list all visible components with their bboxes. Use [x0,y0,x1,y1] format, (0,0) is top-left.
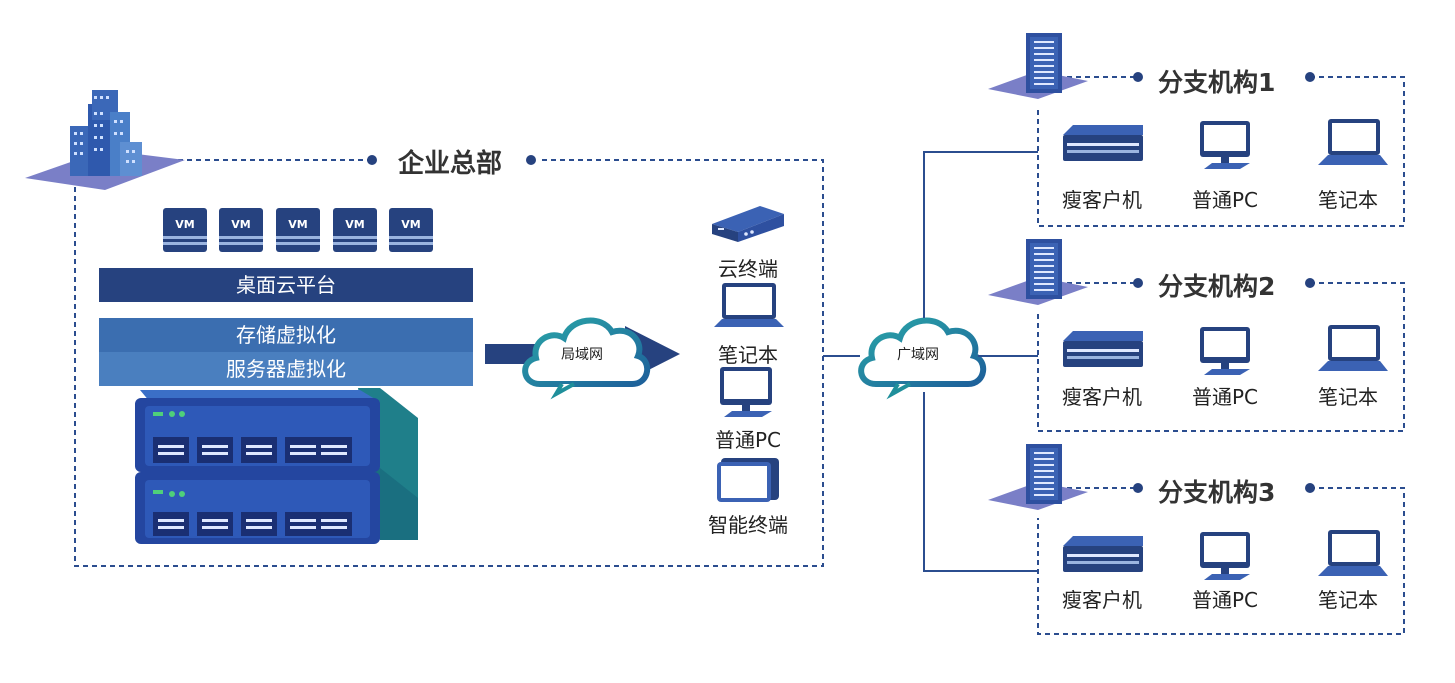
branch-device-label: 普通PC [1191,385,1259,409]
branch-frame [988,239,1405,432]
tower-server-icon [988,33,1088,99]
cloud-icon [522,317,650,400]
terminal-label: 云终端 [718,257,778,281]
vm-label: VM [231,218,251,231]
branch-device-label: 普通PC [1191,188,1259,212]
laptop-icon [714,283,784,327]
tablet-icon [717,458,779,502]
cloud-terminal-icon [712,206,784,242]
hq-title: 企业总部 [388,143,513,180]
branch-frame [988,33,1405,227]
vm-icons [163,208,433,252]
vm-label: VM [288,218,308,231]
wan-label: 广域网 [897,347,939,363]
laptop-icon [1318,325,1388,371]
branch-device-label: 瘦客户机 [1062,588,1142,612]
building-icon [25,90,185,190]
branch-device-label: 瘦客户机 [1062,188,1142,212]
laptop-icon [1318,119,1388,165]
branch-frame [988,444,1405,635]
branch-title: 分支机构1 [1148,63,1286,99]
cloud-icon [858,317,986,400]
lan-label: 局域网 [561,347,603,363]
branch-device-label: 笔记本 [1318,385,1378,409]
vm-label: VM [401,218,421,231]
branches [988,33,1405,635]
branch-device-label: 笔记本 [1318,188,1378,212]
branch-title: 分支机构3 [1148,473,1286,509]
branch-device-label: 笔记本 [1318,588,1378,612]
vm-label: VM [345,218,365,231]
desktop-cloud-platform: 桌面云平台 [99,268,473,302]
vm-label: VM [175,218,195,231]
desktop-pc-icon [1200,532,1250,580]
desktop-pc-icon [720,367,772,417]
thin-client-icon [1063,536,1143,572]
terminal-label: 智能终端 [708,513,788,537]
thin-client-icon [1063,331,1143,367]
hq-frame [74,159,824,567]
desktop-pc-icon [1200,327,1250,375]
branch-device-label: 普通PC [1191,588,1259,612]
tower-server-icon [988,239,1088,305]
tower-server-icon [988,444,1088,510]
branch-title: 分支机构2 [1148,267,1286,303]
wan-connectors [923,151,1038,572]
thin-client-icon [1063,125,1143,161]
laptop-icon [1318,530,1388,576]
storage-virtualization: 存储虚拟化 [99,318,473,352]
server-rack-icon [135,388,418,544]
terminal-label: 普通PC [714,428,782,452]
server-virtualization: 服务器虚拟化 [99,352,473,386]
desktop-pc-icon [1200,121,1250,169]
terminal-label: 笔记本 [718,343,778,367]
branch-device-label: 瘦客户机 [1062,385,1142,409]
